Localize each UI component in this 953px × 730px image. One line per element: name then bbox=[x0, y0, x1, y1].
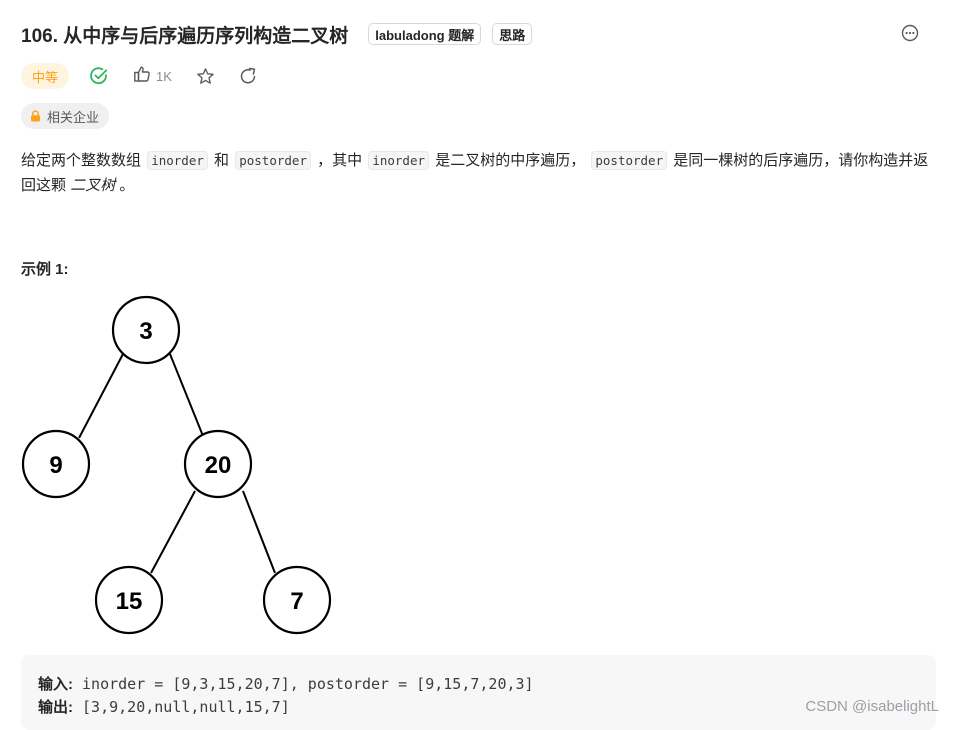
inline-code-postorder-2: postorder bbox=[591, 151, 668, 170]
inline-code-inorder: inorder bbox=[147, 151, 208, 170]
thumbs-up-icon bbox=[133, 65, 151, 88]
desc-emphasis: 二叉树 bbox=[70, 177, 116, 194]
example-input-label: 输入: bbox=[38, 676, 73, 693]
desc-text-2: 和 bbox=[214, 152, 230, 169]
tree-node-15: 15 bbox=[94, 565, 164, 635]
lock-icon bbox=[31, 110, 40, 122]
tree-node-20: 20 bbox=[183, 429, 253, 499]
example-input-value: inorder = [9,3,15,20,7], postorder = [9,… bbox=[82, 675, 534, 693]
inline-code-inorder-2: inorder bbox=[368, 151, 430, 170]
example-code-block: 输入: inorder = [9,3,15,20,7], postorder =… bbox=[21, 655, 936, 730]
like-count: 1K bbox=[156, 68, 172, 84]
difficulty-badge: 中等 bbox=[21, 63, 70, 89]
hint-tag[interactable]: 思路 bbox=[492, 23, 533, 45]
labuladong-solution-tag[interactable]: labuladong 题解 bbox=[368, 23, 482, 45]
related-companies-label: 相关企业 bbox=[47, 109, 100, 125]
desc-text-6: 。 bbox=[119, 177, 135, 194]
desc-text-3: ，其中 bbox=[317, 152, 363, 169]
desc-text-1: 给定两个整数数组 bbox=[21, 152, 142, 169]
example-output-label: 输出: bbox=[38, 699, 73, 716]
share-icon[interactable] bbox=[239, 67, 257, 85]
star-icon[interactable] bbox=[196, 67, 215, 86]
tree-node-label: 3 bbox=[139, 318, 152, 345]
example-output-value: [3,9,20,null,null,15,7] bbox=[82, 698, 290, 716]
related-companies-button[interactable]: 相关企业 bbox=[21, 103, 110, 129]
tree-node-9: 9 bbox=[21, 429, 91, 499]
example-title: 示例 1: bbox=[21, 261, 69, 278]
tree-node-label: 9 bbox=[49, 452, 62, 479]
edge-20-7 bbox=[242, 490, 276, 574]
more-icon[interactable] bbox=[901, 24, 919, 42]
example-output-line: 输出: [3,9,20,null,null,15,7] bbox=[38, 696, 290, 717]
tree-node-3: 3 bbox=[111, 295, 181, 365]
solved-check-icon bbox=[89, 66, 109, 86]
edge-3-20 bbox=[169, 353, 204, 437]
inline-code-postorder: postorder bbox=[235, 151, 311, 170]
tree-edges bbox=[78, 353, 276, 574]
edge-20-15 bbox=[150, 490, 196, 574]
problem-title: 106. 从中序与后序遍历序列构造二叉树 bbox=[21, 25, 349, 47]
problem-meta-row: 中等 1K bbox=[21, 62, 281, 90]
like-button[interactable]: 1K bbox=[133, 65, 172, 88]
tree-node-label: 15 bbox=[116, 588, 143, 615]
example-input-line: 输入: inorder = [9,3,15,20,7], postorder =… bbox=[38, 673, 534, 694]
binary-tree-diagram: 3 9 20 15 7 bbox=[21, 295, 332, 635]
problem-description: 给定两个整数数组 inorder 和 postorder ，其中 inorder… bbox=[21, 148, 936, 198]
edge-3-9 bbox=[78, 353, 124, 439]
watermark: CSDN @isabelightL bbox=[805, 698, 939, 715]
desc-text-4: 是二叉树的中序遍历， bbox=[435, 152, 586, 169]
problem-header: 106. 从中序与后序遍历序列构造二叉树 labuladong 题解 思路 bbox=[21, 20, 937, 48]
tree-node-label: 20 bbox=[205, 452, 232, 479]
tree-node-label: 7 bbox=[290, 588, 303, 615]
tree-node-7: 7 bbox=[262, 565, 332, 635]
desc-text-5: 是同一棵树的后序遍历，请你构造并返回这颗 bbox=[21, 152, 929, 194]
